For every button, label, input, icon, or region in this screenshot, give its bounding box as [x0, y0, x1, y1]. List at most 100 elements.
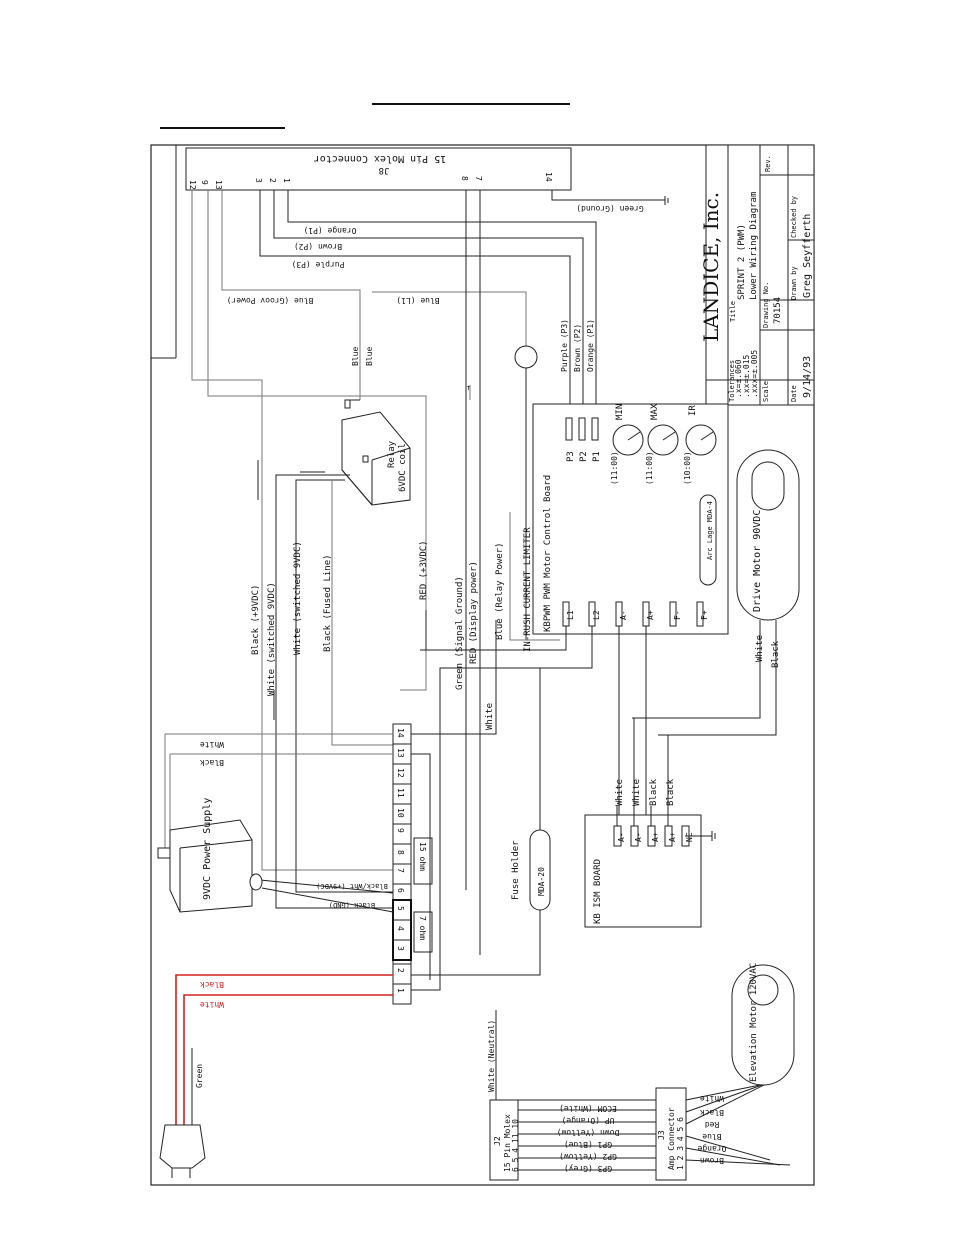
pot-max-setting: (11:00): [645, 451, 654, 485]
resistor-7-ohm: [413, 911, 433, 953]
tolerance-1: .x=±.060: [734, 359, 743, 398]
wire-red-3v: RED (+3VDC): [419, 540, 429, 600]
power-supply: 9VDC Power Supply: [157, 798, 253, 913]
relay-terminal-a: [344, 399, 351, 409]
fuse-holder-fuse: MDA-20: [537, 867, 546, 896]
j3-pins: 1 2 3 4 5 6: [676, 1117, 685, 1170]
ism-term-4-label: A+: [668, 832, 677, 842]
drawing-date: 9/14/93: [802, 356, 813, 398]
j2-label: J2: [493, 1136, 502, 1146]
ism-board-name: KB ISM BOARD: [593, 859, 603, 924]
j2-name: 15 Pin Molex: [503, 1114, 512, 1172]
board-fuse: Arc Lage MDA-4: [699, 494, 717, 586]
power-supply-cable: [249, 873, 263, 891]
wire-blue-groove: Blue (Groov Power): [227, 296, 314, 305]
j2-wire-ecom: ECOM (White): [559, 1104, 617, 1113]
pot-ir-label: IR: [688, 405, 698, 416]
ism-wire-white-1: White: [615, 779, 625, 806]
j3-connector: J3 Amp Connector 1 2 3 4 5 6: [655, 1087, 687, 1181]
pot-min-setting: (11:00): [610, 451, 619, 485]
j2-wire-gp3: GP3 (Grey): [564, 1164, 612, 1173]
j8-pin-12: 12: [188, 180, 197, 190]
j2-wire-down: Down (Yellow): [557, 1128, 620, 1137]
wire-black-9v: Black (+9VDC): [251, 585, 261, 655]
elevation-wire-brown: Brown: [700, 1156, 724, 1165]
drawing-title: SPRINT 2 (PWM): [737, 224, 747, 300]
resistor-15-ohm-label: 15 ohm: [418, 842, 427, 871]
relay-coil: 6VDC coil: [398, 443, 408, 492]
ism-wire-black-2: Black: [666, 778, 676, 806]
terminal-8: 8: [396, 850, 405, 855]
j2-wire-gp2: GP2 (Yellow): [559, 1152, 617, 1161]
wire-blue-1: Blue: [351, 347, 360, 366]
drawing-frame: [150, 144, 815, 1186]
date-label: Date: [790, 385, 798, 402]
control-board-name: KBPWM PWM Motor Control Board: [543, 475, 553, 632]
inrush-label: IN-RUSH CURRENT LIMITER: [523, 527, 533, 652]
wire-blue-relay: Blue (Relay Power): [495, 542, 505, 640]
checked-by-label: Checked by: [790, 196, 798, 238]
j8-pin-13: 13: [214, 180, 223, 190]
term-l1-label: L1: [566, 610, 575, 620]
company-name: LANDICE, Inc.: [699, 192, 723, 342]
terminal-1: 1: [396, 988, 405, 993]
strip-wire-black-white: Black/Wht (+9VDC): [316, 882, 388, 890]
resistor-7-ohm-label: 7 ohm: [418, 916, 427, 940]
terminal-7: 7: [396, 868, 405, 873]
terminal-9: 9: [396, 828, 405, 833]
wire-white-switched-2: White (switched 9VDC): [293, 541, 303, 655]
tolerances-label: Tolerances: [728, 360, 736, 402]
elevation-wire-red: Red: [705, 1120, 720, 1129]
control-board: KBPWM PWM Motor Control Board Arc Lage M…: [532, 403, 729, 635]
fuse-holder: Fuse Holder MDA-20: [511, 829, 551, 911]
relay-name: Relay: [387, 440, 397, 468]
j8-pin-1: 1: [282, 178, 291, 183]
drawn-by: Greg Seyfferth: [802, 214, 813, 298]
title-label: Title: [729, 301, 737, 322]
board-fuse-label: Arc Lage MDA-4: [706, 501, 714, 560]
drawing-subtitle: Lower Wiring Diagram: [749, 192, 759, 300]
wire-white-vert: White: [485, 703, 495, 730]
pin-p1: [591, 417, 599, 441]
plug-wire-white: White: [200, 1000, 224, 1009]
pin-p3: [565, 417, 573, 441]
terminal-strip: 14 13 12 11 10 9 8 7 6 5 4 3 2 1: [392, 723, 412, 1005]
inrush-limiter-icon: [514, 345, 538, 369]
terminal-11: 11: [396, 788, 405, 798]
title-block: LANDICE, Inc. Title SPRINT 2 (PWM) Lower…: [699, 144, 815, 406]
wire-purple-p3-short: Purple (P3): [560, 319, 569, 372]
j3-label: J3: [657, 1130, 666, 1140]
tolerance-2: .xx=±.015: [742, 354, 751, 398]
j2-pins: 6 5 4 11 10: [511, 1119, 520, 1172]
j3-name: Amp Connector: [667, 1107, 676, 1170]
j8-label: J8: [379, 165, 390, 175]
fuse-holder-label: Fuse Holder: [511, 840, 521, 900]
wire-black-fused: Black (Fused Line): [323, 554, 333, 652]
power-supply-label: 9VDC Power Supply: [202, 798, 213, 900]
resistor-15-ohm: [413, 837, 433, 885]
terminal-10: 10: [396, 808, 405, 818]
j2-wire-gp1: GP1 (Blue): [564, 1140, 612, 1149]
tolerance-3: .xxx=±.005: [750, 350, 759, 398]
plug-wire-green: Green: [195, 1064, 204, 1088]
j8-pin-3: 3: [254, 178, 263, 183]
pot-ir-setting: (10:00): [683, 451, 692, 485]
wire-blue-l1: Blue (L1): [396, 296, 439, 305]
wire-purple-p3: Purple (P3): [292, 260, 345, 269]
pot-max-label: MAX: [650, 403, 660, 420]
drawing-number: 70154: [773, 297, 783, 324]
term-f-plus: [696, 601, 704, 627]
drive-motor-wire-white: White: [755, 635, 765, 662]
pin-p2: [578, 417, 586, 441]
ism-term-2-label: A-: [634, 832, 643, 842]
wire-brown-p2: Brown (P2): [294, 242, 342, 251]
strip-wire-white: White: [200, 740, 224, 749]
term-f-plus-label: F+: [700, 610, 709, 620]
j2-wire-up: UP (Orange): [562, 1116, 615, 1125]
terminal-14: 14: [396, 728, 405, 738]
pot-min: MIN (11:00): [610, 404, 644, 485]
wire-green-signal: Green (Signal Ground): [455, 576, 465, 690]
ism-term-1-label: A-: [617, 832, 626, 842]
pin-p1-label: P1: [592, 451, 602, 462]
pin-p2-label: P2: [579, 451, 589, 462]
